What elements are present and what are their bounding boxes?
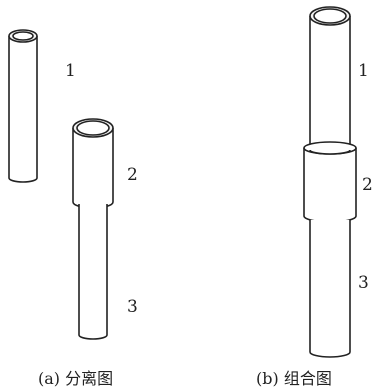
a-part-3-label: 3 bbox=[127, 297, 138, 317]
b-part-1-label: 1 bbox=[358, 61, 369, 81]
b-tube-3 bbox=[309, 220, 351, 358]
a-part-2-label: 2 bbox=[127, 165, 138, 185]
a-tube-1 bbox=[8, 29, 38, 183]
assembled-view: 1 2 3 bbox=[303, 6, 372, 358]
a-sleeve-2 bbox=[72, 118, 114, 209]
a-part-1-label: 1 bbox=[65, 61, 76, 81]
b-part-2-label: 2 bbox=[362, 175, 372, 195]
b-sleeve-2 bbox=[303, 141, 357, 223]
a-tube-3 bbox=[78, 204, 108, 340]
b-tube-1 bbox=[309, 6, 351, 151]
caption-b: (b) 组合图 bbox=[256, 369, 332, 388]
caption-a: (a) 分离图 bbox=[38, 369, 113, 388]
b-part-3-label: 3 bbox=[358, 273, 369, 293]
exploded-view: 1 2 3 bbox=[8, 29, 138, 340]
